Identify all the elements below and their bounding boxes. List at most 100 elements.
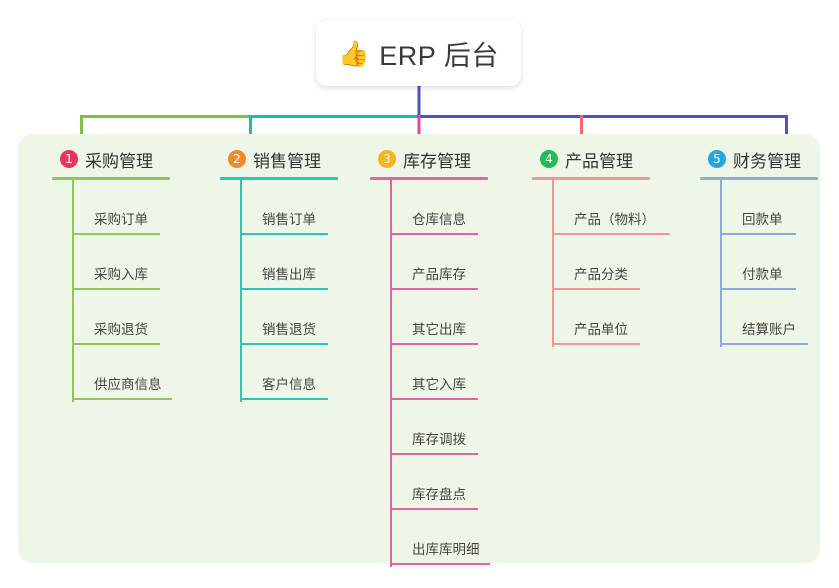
leaf-label: 产品库存 (412, 267, 466, 282)
branch-title: 销售管理 (253, 151, 321, 171)
branch-index-badge: 1 (60, 150, 78, 168)
leaf-label: 库存盘点 (412, 487, 466, 502)
leaf-underline (720, 343, 808, 345)
branch-column-purchase: 1 采购管理 采购订单 采购入库 采购退货 供应商信 (46, 144, 196, 410)
branch-underline (52, 177, 170, 180)
leaf-label: 采购入库 (94, 267, 148, 282)
leaf-item[interactable]: 采购退货 (72, 290, 196, 345)
leaf-underline (720, 288, 796, 290)
leaf-item[interactable]: 结算账户 (720, 290, 839, 345)
branch-trunk (390, 180, 392, 567)
leaf-item[interactable]: 回款单 (720, 180, 839, 235)
branch-underline (220, 177, 338, 180)
branch-children: 回款单 付款单 结算账户 (720, 180, 839, 355)
leaf-underline (240, 288, 328, 290)
leaf-item[interactable]: 出库库明细 (390, 510, 524, 565)
branch-title: 采购管理 (85, 151, 153, 171)
branch-children: 销售订单 销售出库 销售退货 客户信息 (240, 180, 364, 410)
branch-title: 财务管理 (733, 151, 801, 171)
leaf-label: 库存调拨 (412, 432, 466, 447)
leaf-label: 销售退货 (262, 322, 316, 337)
leaf-label: 供应商信息 (94, 377, 162, 392)
leaf-item[interactable]: 产品（物料） (552, 180, 686, 235)
leaf-underline (390, 288, 478, 290)
leaf-label: 产品分类 (574, 267, 628, 282)
leaf-item[interactable]: 库存盘点 (390, 455, 524, 510)
leaf-item[interactable]: 采购入库 (72, 235, 196, 290)
leaf-item[interactable]: 产品库存 (390, 235, 524, 290)
branch-column-finance: 5 财务管理 回款单 付款单 结算账户 (694, 144, 839, 355)
branch-index-badge: 5 (708, 150, 726, 168)
branch-index-badge: 3 (378, 150, 396, 168)
leaf-underline (240, 233, 328, 235)
branch-header[interactable]: 4 产品管理 (526, 144, 686, 174)
leaf-item[interactable]: 仓库信息 (390, 180, 524, 235)
leaf-underline (72, 398, 172, 400)
leaf-item[interactable]: 库存调拨 (390, 400, 524, 455)
leaf-item[interactable]: 产品分类 (552, 235, 686, 290)
leaf-label: 产品（物料） (574, 212, 655, 227)
leaf-label: 销售订单 (262, 212, 316, 227)
leaf-item[interactable]: 销售出库 (240, 235, 364, 290)
leaf-underline (390, 233, 478, 235)
leaf-label: 回款单 (742, 212, 783, 227)
branch-children: 产品（物料） 产品分类 产品单位 (552, 180, 686, 355)
leaf-item[interactable]: 其它出库 (390, 290, 524, 345)
leaf-label: 结算账户 (742, 322, 796, 337)
leaf-underline (552, 288, 640, 290)
branch-column-inventory: 3 库存管理 仓库信息 产品库存 其它出库 其它入库 (364, 144, 524, 575)
leaf-underline (552, 233, 670, 235)
leaf-item[interactable]: 付款单 (720, 235, 839, 290)
branch-children: 仓库信息 产品库存 其它出库 其它入库 库存调拨 (390, 180, 524, 575)
leaf-underline (72, 233, 160, 235)
leaf-underline (390, 453, 478, 455)
leaf-label: 出库库明细 (412, 542, 480, 557)
branch-column-product: 4 产品管理 产品（物料） 产品分类 产品单位 (526, 144, 686, 355)
branch-underline (370, 177, 488, 180)
leaf-item[interactable]: 采购订单 (72, 180, 196, 235)
branch-index-badge: 4 (540, 150, 558, 168)
leaf-underline (240, 398, 328, 400)
branch-children: 采购订单 采购入库 采购退货 供应商信息 (72, 180, 196, 410)
branch-underline (532, 177, 650, 180)
leaf-item[interactable]: 其它入库 (390, 345, 524, 400)
leaf-label: 采购退货 (94, 322, 148, 337)
branch-index-badge: 2 (228, 150, 246, 168)
root-node[interactable]: 👍 ERP 后台 (316, 20, 521, 86)
leaf-label: 其它出库 (412, 322, 466, 337)
branch-title: 产品管理 (565, 151, 633, 171)
leaf-underline (72, 288, 160, 290)
root-title: ERP 后台 (379, 40, 499, 71)
branch-header[interactable]: 5 财务管理 (694, 144, 839, 174)
leaf-label: 付款单 (742, 267, 783, 282)
leaf-underline (240, 343, 328, 345)
thumbs-up-icon: 👍 (338, 38, 370, 68)
branch-trunk (240, 180, 242, 402)
leaf-underline (390, 343, 478, 345)
leaf-underline (390, 398, 478, 400)
leaf-label: 其它入库 (412, 377, 466, 392)
leaf-item[interactable]: 产品单位 (552, 290, 686, 345)
leaf-underline (720, 233, 796, 235)
branch-header[interactable]: 2 销售管理 (214, 144, 364, 174)
branch-underline (700, 177, 818, 180)
leaf-underline (390, 563, 490, 565)
leaf-item[interactable]: 供应商信息 (72, 345, 196, 400)
branch-header[interactable]: 3 库存管理 (364, 144, 524, 174)
branch-title: 库存管理 (403, 151, 471, 171)
leaf-item[interactable]: 销售订单 (240, 180, 364, 235)
branch-trunk (720, 180, 722, 347)
branch-trunk (552, 180, 554, 347)
branches-panel: 1 采购管理 采购订单 采购入库 采购退货 供应商信 (18, 134, 820, 567)
leaf-underline (72, 343, 160, 345)
branch-trunk (72, 180, 74, 402)
leaf-underline (390, 508, 478, 510)
branch-header[interactable]: 1 采购管理 (46, 144, 196, 174)
leaf-label: 采购订单 (94, 212, 148, 227)
leaf-item[interactable]: 客户信息 (240, 345, 364, 400)
leaf-label: 销售出库 (262, 267, 316, 282)
leaf-label: 产品单位 (574, 322, 628, 337)
leaf-item[interactable]: 销售退货 (240, 290, 364, 345)
branch-column-sales: 2 销售管理 销售订单 销售出库 销售退货 客户信息 (214, 144, 364, 410)
